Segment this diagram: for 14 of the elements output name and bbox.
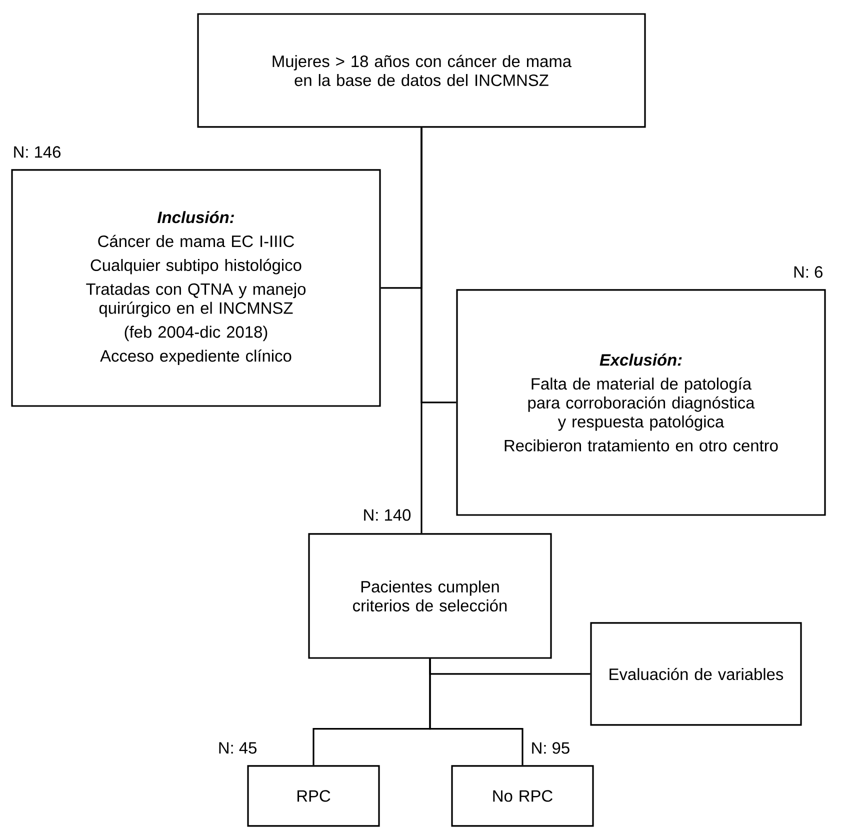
count-label: N: 140 <box>364 509 411 521</box>
criteria-box: Exclusión: Falta de material de patología para corroboración diagnóstica y respuesta patológica Recibieron tratamiento en otro centro <box>456 289 826 516</box>
count-label: N: 6 <box>794 266 822 278</box>
count-label: N: 45 <box>219 742 256 754</box>
outcome-box: No RPC <box>451 765 594 827</box>
count-label: N: 146 <box>14 146 60 158</box>
count-label: N: 95 <box>532 742 570 754</box>
criteria-box: Inclusión: Cáncer de mama EC I-IIIC Cualquier subtipo histológico Tratadas con QTNA y manejo quirúrgico en el INCMNSZ (feb 2004-dic 2018) Acceso expediente clínico <box>11 169 381 407</box>
connector-line <box>420 128 422 534</box>
process-box: Mujeres > 18 años con cáncer de mama en la base de datos del INCMNSZ <box>197 13 646 128</box>
connector-line <box>429 658 524 766</box>
process-box: Evaluación de variables <box>590 622 802 726</box>
outcome-box: RPC <box>247 765 380 827</box>
process-box: Pacientes cumplen criterios de selección <box>308 533 552 659</box>
